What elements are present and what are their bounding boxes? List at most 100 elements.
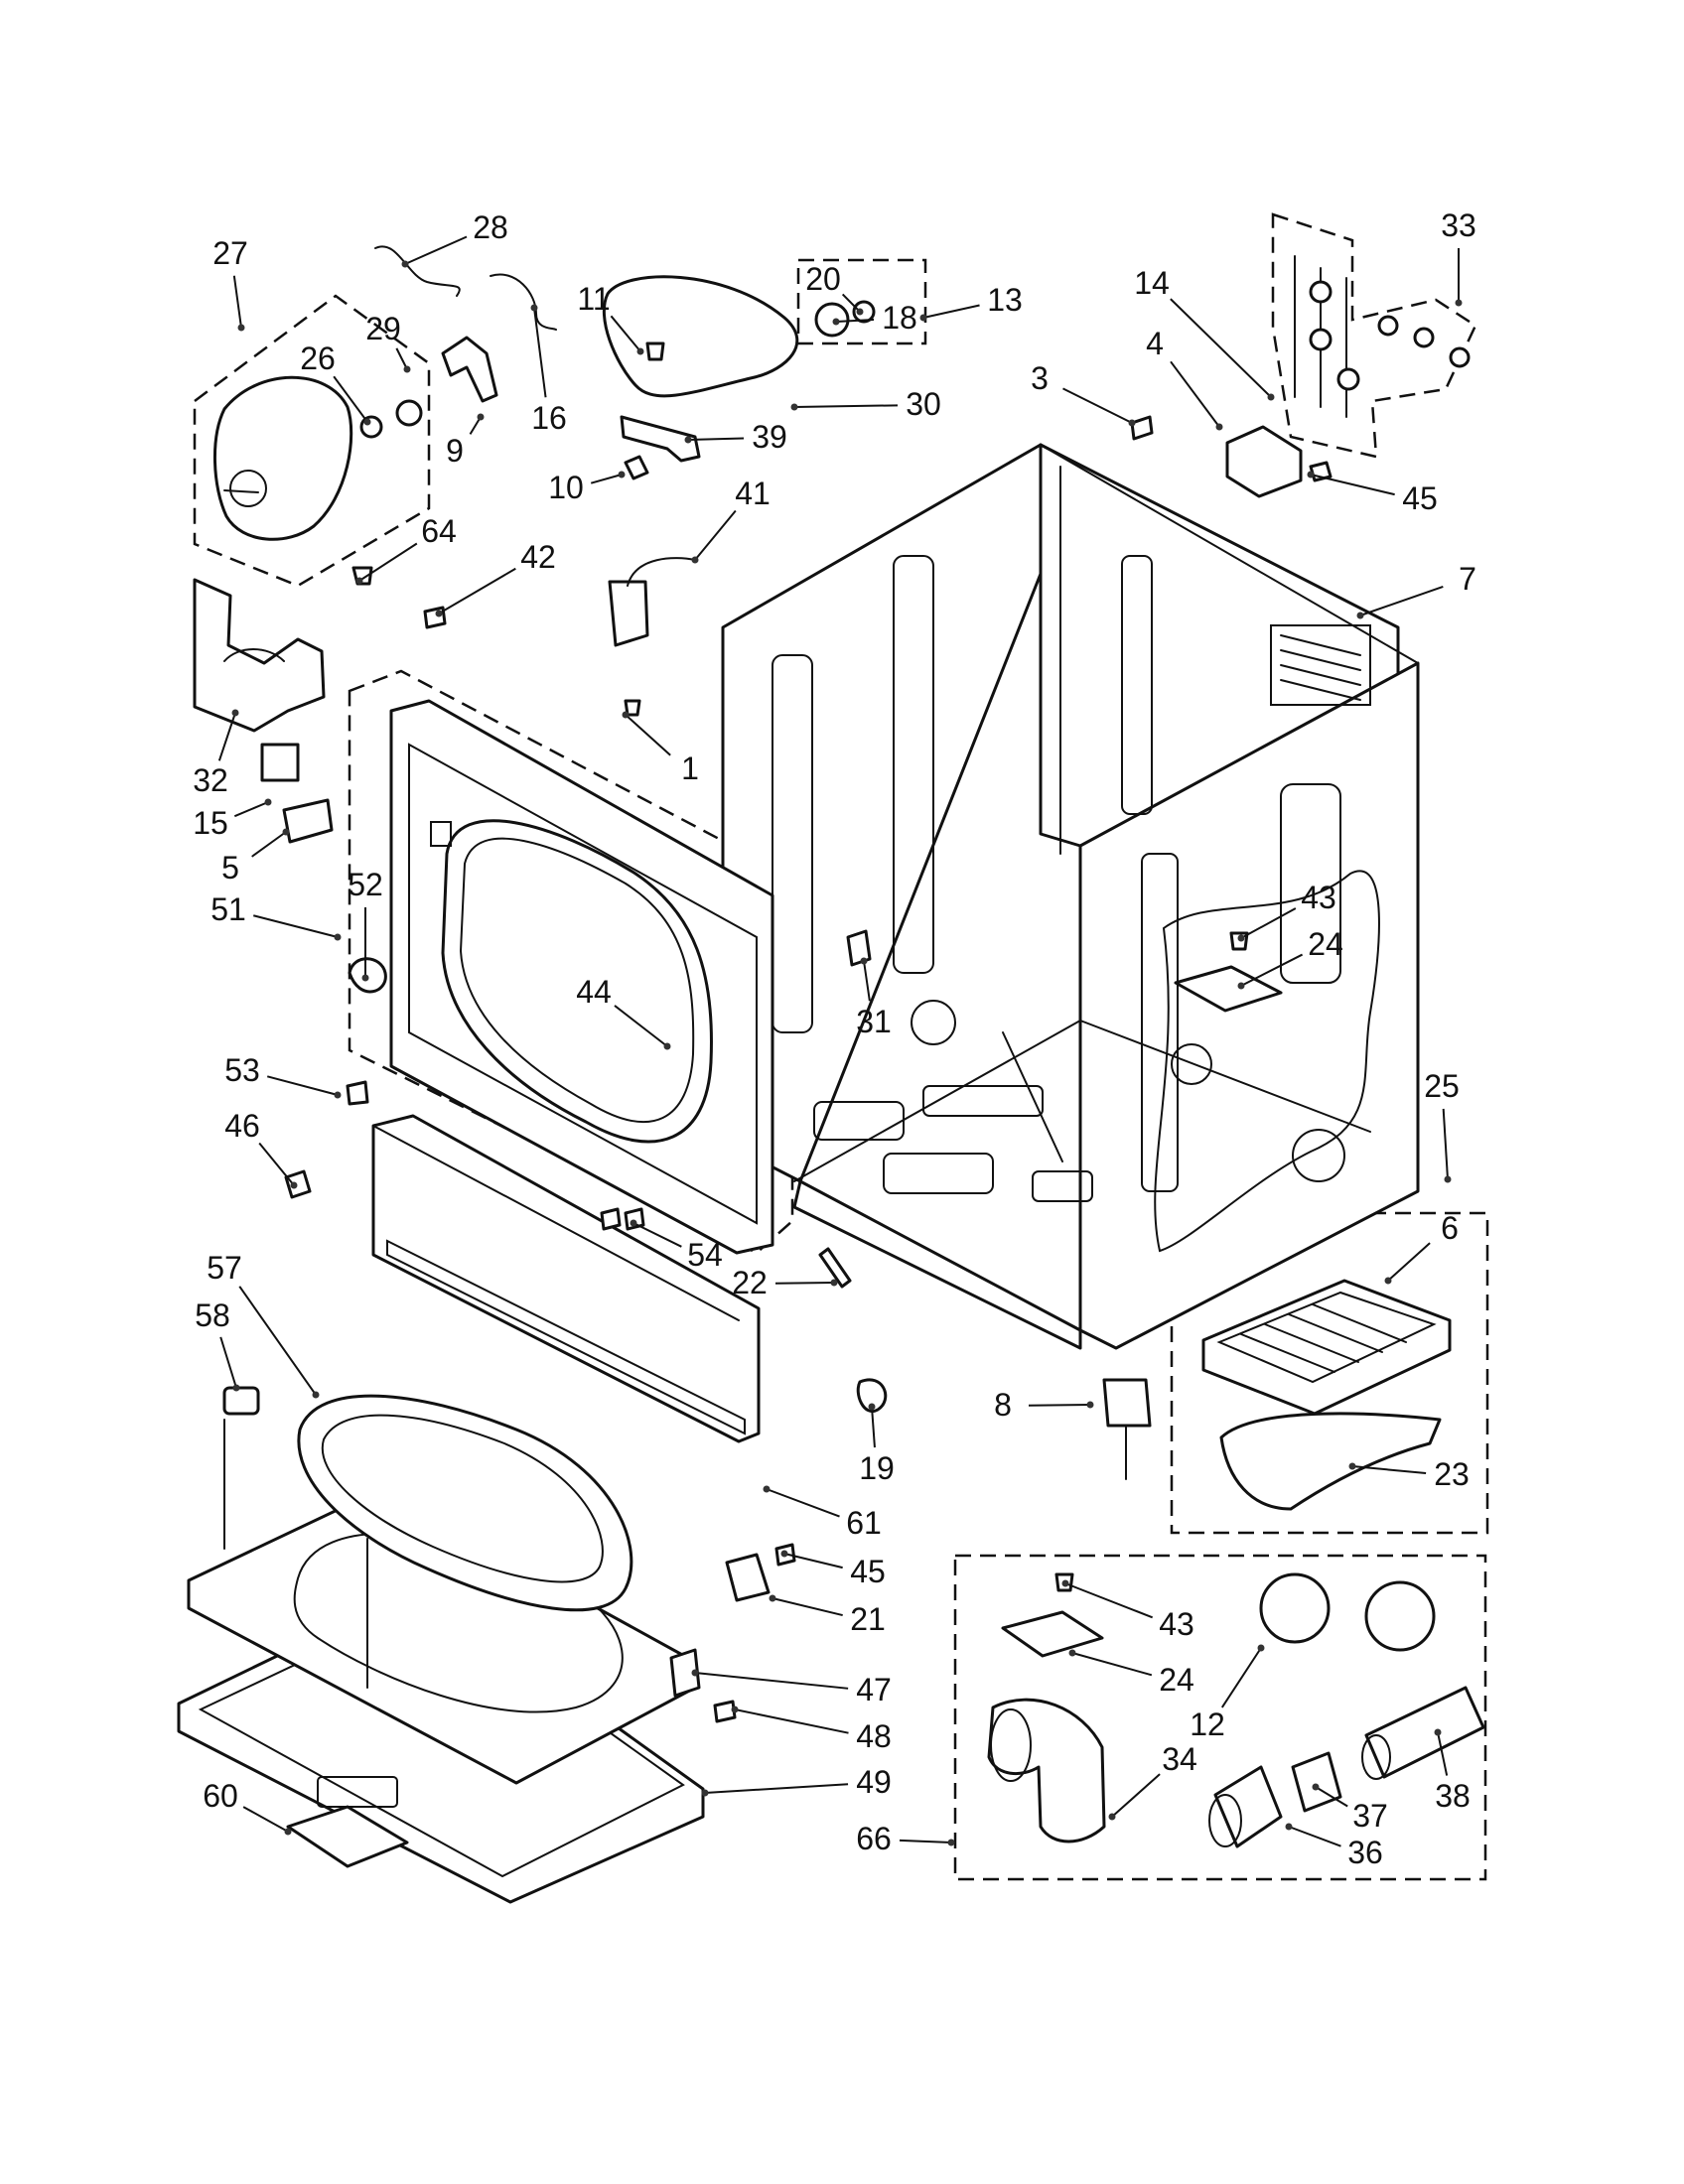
motor-assembly-group	[193, 294, 431, 588]
leader-line-66	[899, 1839, 952, 1843]
cabinet-right-rib-2	[1280, 783, 1341, 984]
callout-number-28: 28	[473, 209, 508, 245]
door-switch-wire	[627, 557, 696, 587]
callout-53: 53	[224, 1052, 342, 1099]
callout-number-42: 42	[520, 539, 556, 575]
floor-plate-2	[883, 1153, 994, 1194]
leader-line-31	[863, 960, 871, 1002]
leader-arrow-48	[731, 1706, 739, 1713]
leader-line-16	[533, 307, 547, 398]
leader-arrow-7	[1356, 612, 1364, 619]
terminal-nut-2	[1413, 327, 1435, 348]
callout-26: 26	[300, 341, 371, 426]
front-panel-inner	[408, 743, 758, 1225]
callout-number-49: 49	[856, 1764, 892, 1800]
lint-grid-3	[1288, 1313, 1383, 1353]
callout-number-60: 60	[203, 1778, 238, 1814]
leader-line-54	[632, 1222, 682, 1248]
leader-arrow-58	[232, 1384, 240, 1392]
cover-plate-24-top	[1174, 965, 1283, 1013]
screw-3	[1130, 415, 1154, 441]
leader-line-15	[233, 801, 269, 818]
leader-line-25	[1442, 1108, 1449, 1180]
callout-1: 1	[622, 711, 699, 786]
callout-number-46: 46	[224, 1108, 260, 1144]
cabinet	[721, 443, 1420, 1350]
cabinet-left-rib-1	[772, 654, 813, 1033]
callout-number-41: 41	[735, 476, 771, 511]
drive-motor	[212, 375, 353, 541]
callout-number-32: 32	[193, 762, 228, 798]
callout-8: 8	[994, 1387, 1094, 1423]
callout-number-48: 48	[856, 1718, 892, 1754]
leader-arrow-57	[312, 1391, 320, 1399]
idler-pulley-group	[796, 258, 927, 345]
screw-53	[346, 1080, 369, 1106]
motor-bracket-9	[441, 336, 498, 403]
leader-line-7	[1359, 586, 1444, 616]
leader-line-23	[1351, 1465, 1427, 1475]
callout-24b: 24	[1068, 1649, 1194, 1698]
callout-number-47: 47	[856, 1672, 892, 1707]
callout-51: 51	[210, 891, 342, 941]
leader-line-28	[404, 235, 468, 265]
callout-number-14: 14	[1134, 265, 1170, 301]
callout-number-54: 54	[687, 1237, 723, 1273]
leader-arrow-12	[1257, 1644, 1265, 1652]
leader-line-19	[871, 1406, 876, 1448]
leader-arrow-14	[1267, 393, 1275, 401]
leader-arrow-30	[790, 403, 798, 411]
screw-11	[645, 341, 665, 361]
callout-number-19: 19	[859, 1450, 895, 1486]
callout-number-24a: 24	[1308, 926, 1343, 962]
leader-arrow-64	[355, 577, 363, 585]
leader-line-45a	[1310, 474, 1395, 496]
cabinet-top-edge-back	[1040, 444, 1419, 664]
callout-number-22: 22	[732, 1265, 768, 1300]
terminal-post-2	[1309, 328, 1333, 351]
leader-line-43a	[1240, 907, 1297, 939]
leader-arrow-16	[530, 304, 538, 312]
floor-plate-1	[813, 1101, 905, 1141]
door-seal-ring	[297, 1394, 633, 1612]
idler-spring-10	[624, 455, 649, 480]
leader-line-43b	[1064, 1582, 1154, 1619]
callout-45b: 45	[780, 1550, 886, 1589]
callout-47: 47	[691, 1669, 892, 1707]
clip-46	[284, 1169, 312, 1199]
vent-slot-4	[1280, 679, 1361, 701]
cabinet-floor-edge	[793, 1020, 1081, 1182]
leader-arrow-8	[1086, 1401, 1094, 1409]
cabinet-right-rib	[1141, 853, 1179, 1192]
leader-line-6	[1387, 1242, 1431, 1282]
exhaust-coupling-37	[1291, 1751, 1342, 1813]
callout-number-43b: 43	[1159, 1606, 1194, 1642]
leader-arrow-38	[1434, 1728, 1442, 1736]
callout-number-9: 9	[446, 433, 464, 469]
cover-plate-24-bottom	[1001, 1610, 1104, 1658]
callout-12: 12	[1190, 1644, 1265, 1742]
motor-pulley-26	[359, 415, 383, 439]
leader-arrow-33	[1455, 299, 1463, 307]
door-hinge-21	[725, 1553, 771, 1602]
exhaust-hood-12-b	[1364, 1580, 1436, 1652]
leader-arrow-47	[691, 1669, 699, 1677]
callout-number-38: 38	[1435, 1778, 1471, 1814]
leader-arrow-23	[1348, 1462, 1356, 1470]
leader-line-61	[766, 1488, 840, 1518]
callout-18: 18	[832, 300, 917, 336]
callout-number-29: 29	[365, 311, 401, 346]
callout-number-43a: 43	[1301, 880, 1336, 915]
door-opening-inner	[459, 837, 695, 1124]
toe-panel-edge	[372, 1125, 740, 1321]
leader-arrow-18	[832, 318, 840, 326]
leader-arrow-3	[1128, 419, 1136, 427]
screw-54-b	[624, 1207, 645, 1231]
callout-number-66: 66	[856, 1821, 892, 1856]
floor-plate-3	[1032, 1170, 1093, 1202]
leader-arrow-60	[284, 1828, 292, 1836]
callout-30: 30	[790, 386, 941, 422]
callout-15: 15	[193, 798, 272, 841]
callout-37: 37	[1312, 1783, 1388, 1834]
callout-52: 52	[348, 867, 383, 982]
